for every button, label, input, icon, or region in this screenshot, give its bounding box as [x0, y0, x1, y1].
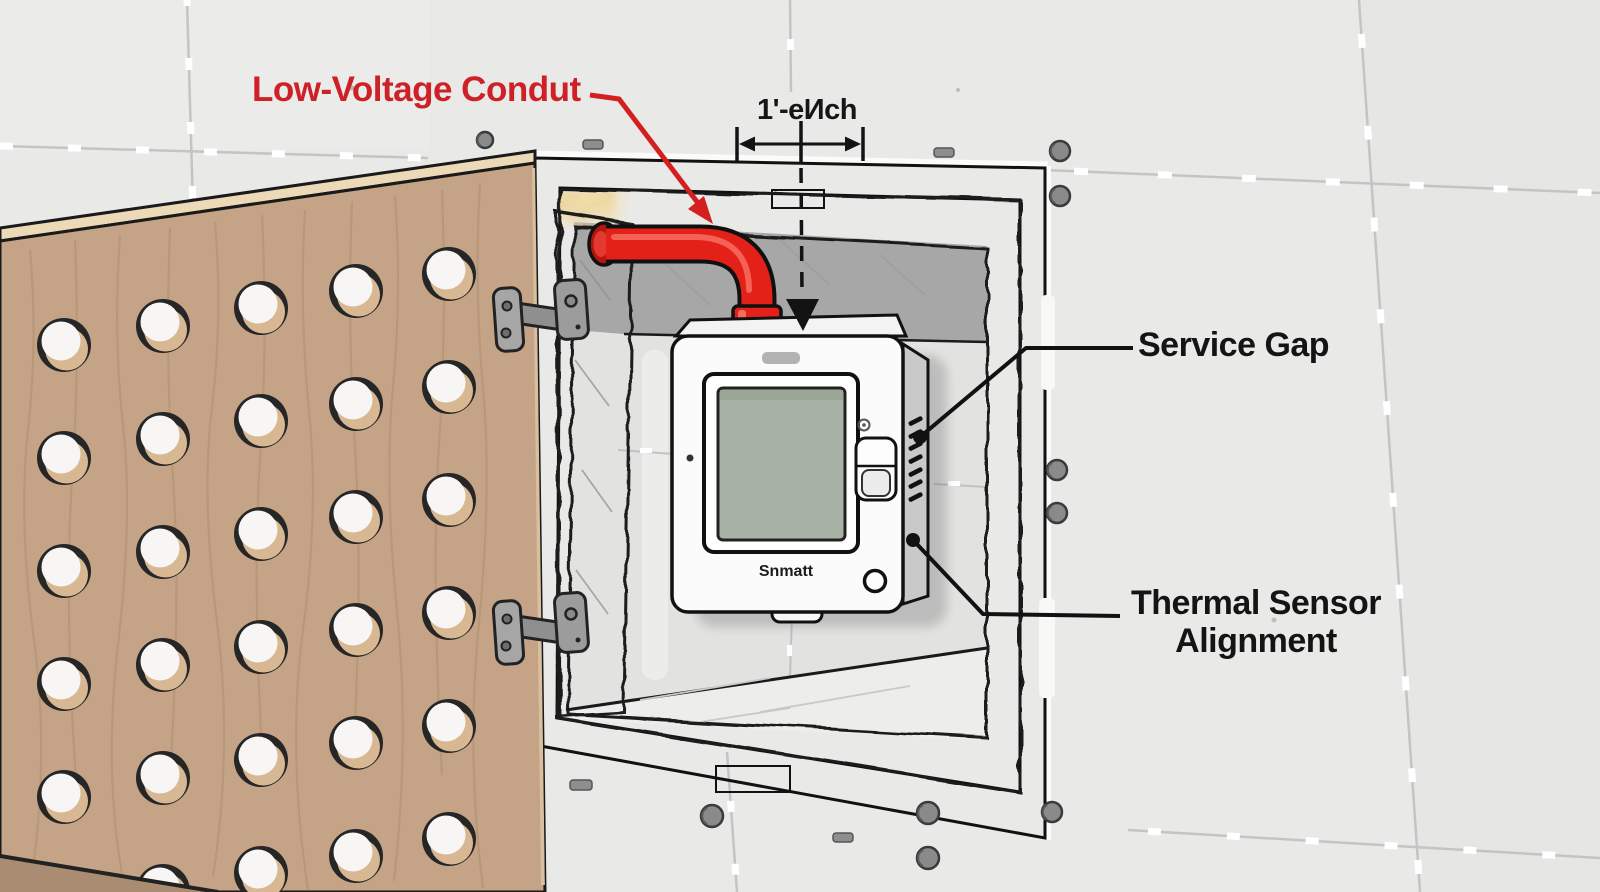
- wall-seam-left-v: [183, 0, 197, 209]
- wall-screws: [475, 130, 1072, 871]
- hinge-bottom-icon: [491, 591, 590, 666]
- thermal-sensor-point: [906, 533, 920, 547]
- wall-seam-right-v: [1355, 0, 1424, 892]
- service-gap-leader: [913, 346, 1133, 444]
- thermostat-device: Snmatt: [670, 313, 947, 627]
- wall-seam-bottom-right-h: [1127, 826, 1600, 862]
- thermal-sensor-label: Thermal Sensor Alignment: [1106, 584, 1406, 660]
- hinge-top-icon: [491, 278, 590, 353]
- conduit-label: Low-Voltage Condut: [252, 70, 581, 109]
- screw-icon: [1048, 139, 1072, 163]
- conduit-arrow: [589, 92, 713, 224]
- screen-screw-icon: [857, 418, 871, 432]
- wall-seam-mid-v: [786, 0, 795, 93]
- drop-arrow: [786, 167, 819, 331]
- pegboard-door: [0, 149, 547, 892]
- thermal-sensor-label-line2: Alignment: [1175, 622, 1337, 661]
- service-gap-label: Service Gap: [1138, 326, 1330, 364]
- screw-icon: [1040, 800, 1064, 824]
- screw-icon: [915, 800, 941, 826]
- screw-icon: [1048, 184, 1072, 208]
- wall-anchor-marks: [569, 139, 955, 843]
- screw-icon: [699, 803, 725, 829]
- thermostat-screen: [716, 386, 847, 542]
- thermal-sensor-leader: [906, 533, 1121, 618]
- screw-icon: [1045, 458, 1069, 482]
- side-vents: [908, 416, 923, 502]
- thermostat-brand-text: Snmatt: [759, 563, 814, 580]
- screw-icon: [1045, 501, 1069, 525]
- thermostat-top-bevel: [672, 313, 909, 338]
- screw-icon: [475, 130, 495, 150]
- thermostat-status-slot: [762, 352, 800, 364]
- wall-seam-right-h: [1045, 166, 1600, 197]
- service-gap-point: [913, 430, 927, 444]
- dimension-label: 1'-eИch: [757, 94, 858, 126]
- thermostat-rocker-switch: [854, 436, 898, 502]
- thermal-sensor-label-line1: Thermal Sensor: [1131, 584, 1381, 622]
- wall-seam-left-h: [0, 142, 429, 162]
- dimension-indicator: [735, 121, 865, 164]
- screw-icon: [915, 845, 941, 871]
- face-dot: [686, 454, 694, 462]
- thermostat-power-button: [862, 568, 888, 594]
- cavity-floor: [564, 646, 988, 740]
